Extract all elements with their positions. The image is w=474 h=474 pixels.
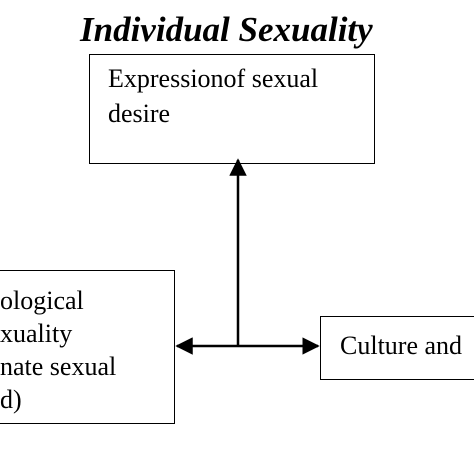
- node-culture: [320, 316, 474, 380]
- node-left-line-2: xuality: [0, 319, 73, 348]
- node-top-line-2: desire: [108, 99, 171, 128]
- node-top-line-1: Expressionof sexual: [108, 64, 319, 93]
- diagram-title: Individual Sexuality: [80, 10, 373, 49]
- node-biological-sexuality: [0, 270, 175, 424]
- node-expression-of-sexual-desire: [89, 54, 375, 164]
- node-left-line-4: d): [0, 385, 22, 414]
- node-right-line-1: Culture and: [340, 331, 463, 360]
- node-left-line-3: nate sexual: [0, 352, 117, 381]
- node-left-line-1: ological: [0, 286, 84, 315]
